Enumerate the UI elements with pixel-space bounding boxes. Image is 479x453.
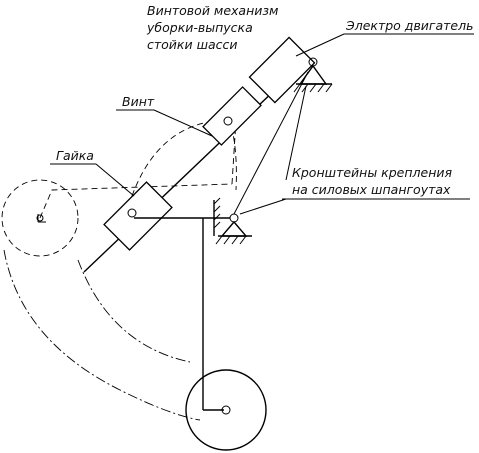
screw-block [202, 86, 262, 146]
motor-bracket-hatch [293, 83, 333, 93]
strut-bracket-triangle [220, 220, 248, 237]
label-screw-leader [153, 109, 213, 137]
bracket-tie-line [233, 71, 309, 215]
retracted-axle [36, 214, 44, 222]
label-motor: Электро двигатель [345, 18, 473, 33]
title-line-3: стойки шасси [147, 37, 238, 52]
wheel-trajectory-inner [77, 259, 191, 363]
main-wheel-axle [221, 405, 231, 415]
retracted-strut-line [39, 183, 233, 219]
label-brackets-leader-lower [239, 198, 287, 215]
main-wheel [185, 369, 267, 451]
title-line-1: Винтовой механизм [147, 3, 278, 18]
retracted-wheel-outline [1, 179, 79, 257]
label-motor-leader [295, 33, 345, 57]
screw-axis [83, 65, 301, 273]
motor-housing [248, 36, 316, 104]
nut-pivot [127, 208, 137, 218]
strut-wall-hatch [213, 197, 221, 229]
wheel-trajectory-outer [3, 249, 201, 421]
nut-block [103, 181, 173, 251]
label-nut-leader [95, 163, 135, 197]
label-screw: Винт [122, 94, 155, 109]
title-line-2: уборки-выпуска [146, 20, 253, 35]
label-nut: Гайка [56, 148, 94, 163]
label-brackets-line-1: Кронштейны крепления [292, 165, 453, 180]
label-brackets-leader-upper [285, 85, 307, 181]
label-brackets-line-2: на силовых шпангоутах [292, 182, 451, 197]
screw-pivot [223, 116, 233, 126]
strut-bracket-hatch [215, 235, 247, 245]
strut-bracket-pivot [229, 213, 239, 223]
